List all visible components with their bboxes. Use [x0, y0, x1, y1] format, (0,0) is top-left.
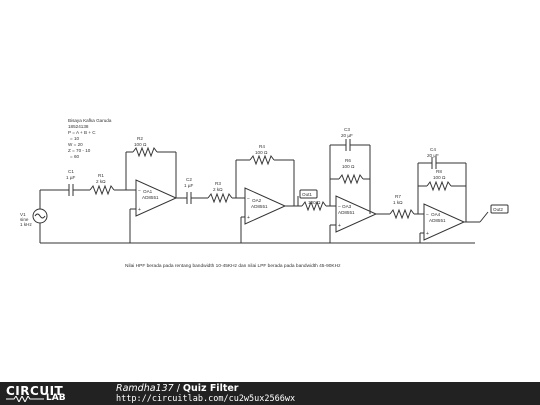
c4-value-label: 20 µF	[427, 153, 439, 158]
r6-value-label: 100 Ω	[342, 164, 355, 169]
c2-name-label: C2	[186, 177, 192, 182]
oa4-name-label: OA4	[431, 212, 441, 217]
out2-label-box[interactable]	[490, 204, 509, 214]
oa2-plus-sign: +	[247, 215, 250, 221]
c3-capacitor[interactable]	[345, 139, 351, 151]
oa1-plus-sign: +	[138, 207, 141, 213]
oa3-minus-sign: −	[338, 204, 341, 210]
r5-resistor[interactable]	[301, 200, 327, 212]
footer-separator: /	[176, 383, 180, 394]
c2-value-label: 1 µF	[184, 183, 193, 188]
footer-meta: Ramdha137/Quiz Filter	[116, 383, 239, 394]
logo-text-lab: LAB	[46, 393, 66, 403]
r8-resistor[interactable]	[426, 180, 452, 192]
c1-capacitor[interactable]	[66, 184, 90, 196]
c2-capacitor[interactable]	[186, 192, 192, 204]
r1-resistor[interactable]	[89, 184, 115, 196]
r7-name-label: R7	[395, 194, 401, 199]
oa4-opamp[interactable]	[423, 203, 466, 241]
r7-value-label: 1 kΩ	[393, 200, 403, 205]
c3-value-label: 20 µF	[341, 133, 353, 138]
c4-name-label: C4	[430, 147, 436, 152]
r2-name-label: R2	[137, 136, 143, 141]
author-link[interactable]: Ramdha137	[116, 383, 174, 394]
note-line-2: P = A + B + C	[68, 130, 96, 135]
c1-name-label: C1	[68, 169, 74, 174]
r3-value-label: 2 kΩ	[213, 187, 223, 192]
v1-waveform-label: sine	[20, 217, 29, 222]
note-line-4: W = 20	[68, 142, 83, 147]
r6-name-label: R6	[345, 158, 351, 163]
oa2-minus-sign: −	[247, 196, 250, 202]
oa1-model-label: AD8551	[142, 195, 159, 200]
oa3-opamp[interactable]	[335, 195, 378, 233]
out1-label-box[interactable]	[299, 189, 318, 199]
v1-name-label: V1	[20, 212, 26, 217]
note-line-1: 18524138	[68, 124, 89, 129]
logo-wire-icon	[6, 396, 44, 402]
r5-value-label: 100 Ω	[308, 200, 321, 205]
circuit-url[interactable]: http://circuitlab.com/cu2w5ux2566wx	[116, 394, 296, 404]
c3-name-label: C3	[344, 127, 350, 132]
out2-label: Out2	[493, 207, 503, 212]
r4-value-label: 100 Ω	[255, 150, 268, 155]
oa1-opamp[interactable]	[135, 179, 178, 217]
r3-resistor[interactable]	[207, 192, 233, 204]
oa1-name-label: OA1	[143, 189, 153, 194]
oa2-model-label: AD8551	[251, 204, 268, 209]
oa4-minus-sign: −	[426, 212, 429, 218]
oa3-plus-sign: +	[338, 223, 341, 229]
oa4-model-label: AD8551	[429, 218, 446, 223]
c1-value-label: 1 µF	[66, 175, 75, 180]
oa3-model-label: AD8551	[338, 210, 355, 215]
r6-resistor[interactable]	[338, 173, 364, 185]
out1-label: Out1	[302, 192, 312, 197]
r2-value-label: 100 Ω	[134, 142, 147, 147]
oa2-opamp[interactable]	[244, 187, 287, 225]
logo-text-circuit: CIRCUIT	[6, 384, 64, 398]
v1-frequency-label: 1 kHz	[20, 222, 32, 227]
footer-bar: CIRCUIT LAB Ramdha137/Quiz Filter http:/…	[0, 382, 540, 405]
r1-name-label: R1	[98, 173, 104, 178]
note-line-0: Bisaya Kafka Garuda	[68, 118, 112, 123]
r8-name-label: R8	[436, 169, 442, 174]
c4-capacitor[interactable]	[431, 157, 437, 169]
oa2-name-label: OA2	[252, 198, 262, 203]
r4-name-label: R4	[259, 144, 265, 149]
r2-resistor[interactable]	[132, 146, 158, 158]
schematic-canvas[interactable]: − + − + − + − + Bisaya Kafka Garuda 1852…	[0, 0, 540, 382]
r7-resistor[interactable]	[389, 208, 415, 220]
r8-value-label: 100 Ω	[433, 175, 446, 180]
r4-resistor[interactable]	[249, 154, 275, 166]
circuitlab-logo[interactable]: CIRCUIT LAB	[6, 384, 94, 404]
oa4-plus-sign: +	[426, 231, 429, 237]
r3-name-label: R3	[215, 181, 221, 186]
circuit-title[interactable]: Quiz Filter	[182, 383, 239, 394]
r1-value-label: 2 kΩ	[96, 179, 106, 184]
note-line-3: = 10	[70, 136, 80, 141]
note-line-5: Z = 70 - 10	[68, 148, 91, 153]
caption-text: Nilai HPF berada pada rentang bandwidth …	[125, 263, 341, 269]
note-line-6: = 60	[70, 154, 80, 159]
oa1-minus-sign: −	[138, 188, 141, 194]
oa3-name-label: OA3	[342, 204, 352, 209]
